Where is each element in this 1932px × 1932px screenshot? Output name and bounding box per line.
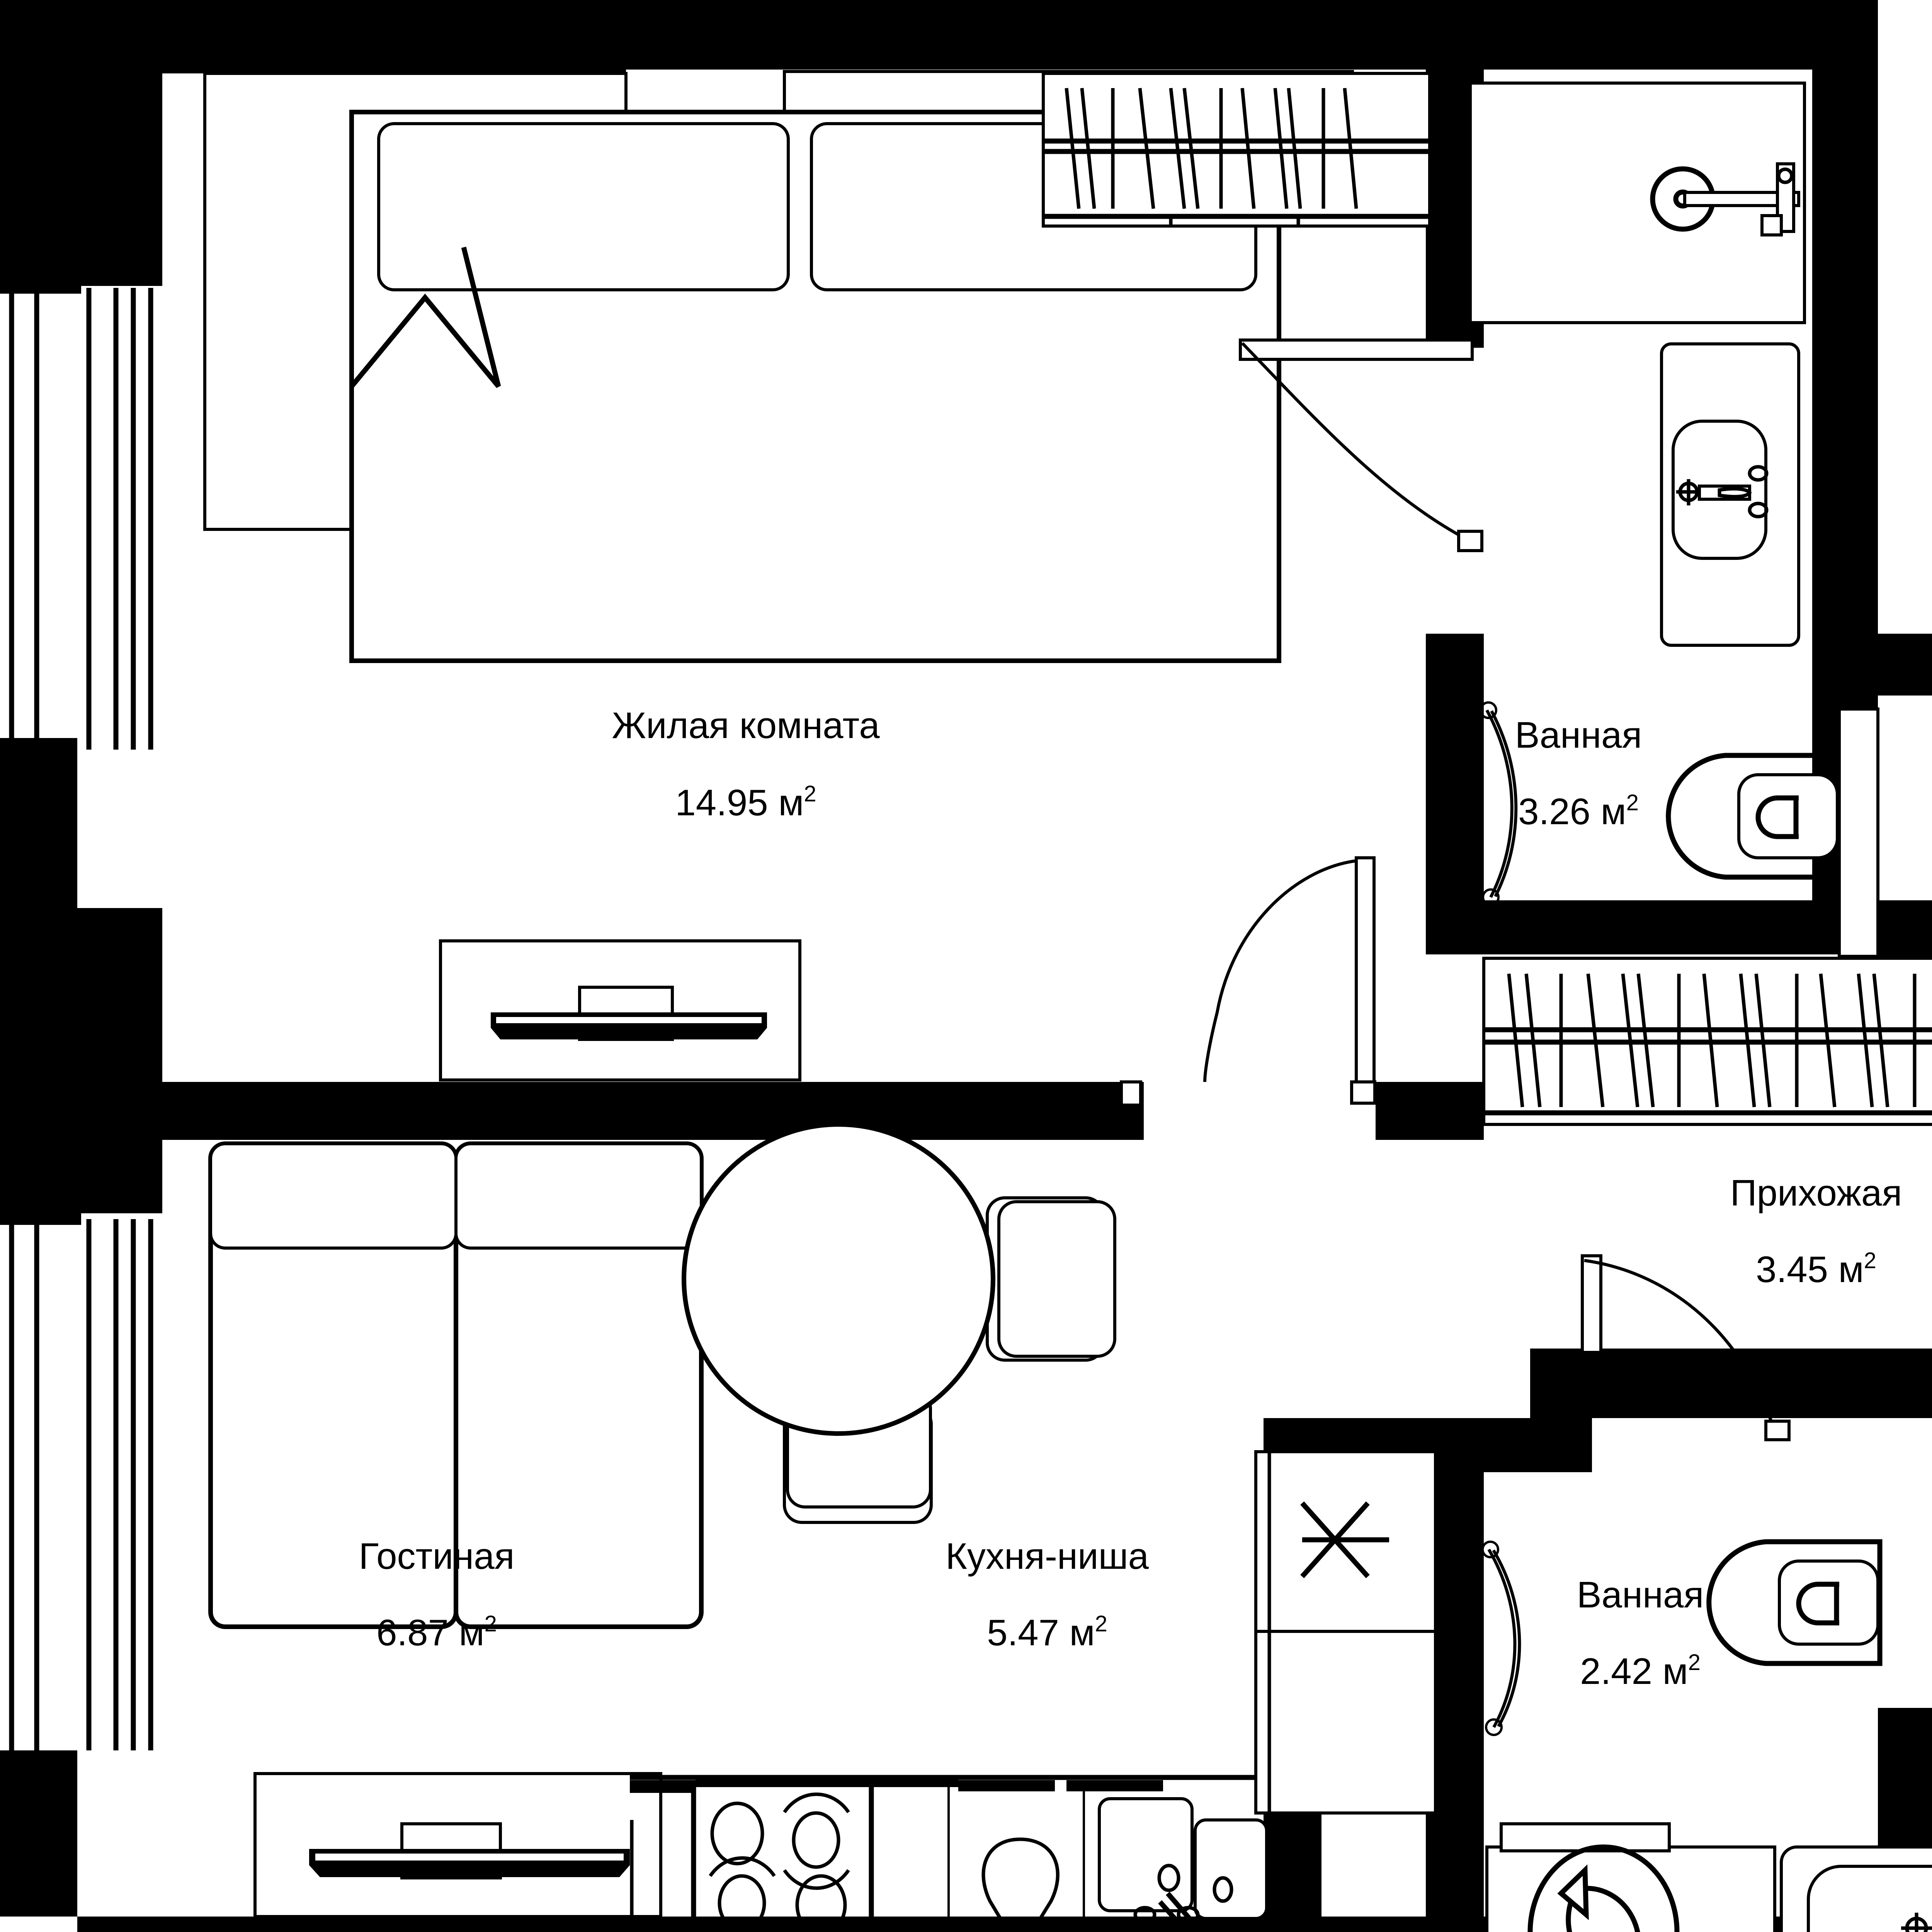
washbasin-upper bbox=[1660, 342, 1800, 647]
bedroom-door[interactable] bbox=[1239, 338, 1483, 552]
wall-left-pier-top bbox=[0, 0, 162, 294]
bathroom-lower-door[interactable] bbox=[1481, 1541, 1521, 1736]
room-area-hallway: 3.45 м2 bbox=[1756, 1248, 1876, 1290]
wardrobe-bedroom bbox=[1042, 72, 1431, 228]
wall-right-notch-top bbox=[1812, 634, 1932, 696]
room-label-bathroom-lower: Ванная bbox=[1577, 1574, 1704, 1616]
bathroom-upper-door[interactable] bbox=[1480, 701, 1518, 906]
room-area-bathroom-lower: 2.42 м2 bbox=[1580, 1650, 1701, 1692]
wall-right-of-shower bbox=[1812, 0, 1878, 340]
wall-top-bath bbox=[1468, 0, 1839, 70]
room-label-living-room: Жилая комната bbox=[612, 705, 880, 746]
tv-unit-bedroom bbox=[439, 939, 801, 1082]
room-label-kitchen-niche: Кухня-ниша bbox=[946, 1536, 1149, 1577]
wall-below-upper-bath bbox=[1426, 900, 1932, 954]
toilet-upper bbox=[1666, 707, 1879, 958]
toilet-lower bbox=[1706, 1539, 1883, 1666]
wall-left-pier-mid2 bbox=[0, 908, 162, 1225]
hallway-inner-door[interactable] bbox=[1581, 1254, 1791, 1441]
room-label-hallway: Прихожая bbox=[1730, 1172, 1902, 1214]
room-area-living-room: 14.95 м2 bbox=[675, 781, 816, 823]
shower-tray bbox=[1469, 82, 1806, 324]
washing-machine bbox=[1485, 1822, 1776, 1932]
wall-bath-left-side bbox=[1426, 634, 1484, 954]
room-area-bathroom-upper: 3.26 м2 bbox=[1518, 790, 1639, 832]
room-area-lounge: 6.87 м2 bbox=[376, 1611, 497, 1653]
sofa bbox=[208, 1141, 704, 1629]
wall-hall-jamb-bottom bbox=[1530, 1349, 1592, 1472]
wall-left-pier-bottom bbox=[0, 1750, 77, 1917]
wall-partition-bedroom-lounge bbox=[162, 1082, 1144, 1140]
living-room-door[interactable] bbox=[1120, 856, 1376, 1107]
washbasin-lower bbox=[1780, 1845, 1932, 1932]
wardrobe-hallway bbox=[1482, 957, 1932, 1126]
dining-table bbox=[682, 1122, 1116, 1524]
kitchen-bowl bbox=[981, 1837, 1060, 1932]
basin-drain-icon bbox=[1676, 479, 1702, 505]
wall-top-left bbox=[0, 0, 1468, 73]
wall-right-upper bbox=[1812, 340, 1878, 634]
wall-hall-jamb-left bbox=[1376, 1082, 1484, 1140]
balcony-glazing-upper bbox=[9, 288, 153, 750]
room-label-lounge: Гостиная bbox=[359, 1536, 515, 1577]
balcony-glazing-lower bbox=[9, 1219, 153, 1750]
room-area-kitchen-niche: 5.47 м2 bbox=[987, 1611, 1107, 1653]
kitchen-sink bbox=[1098, 1797, 1268, 1932]
room-label-bathroom-upper: Ванная bbox=[1515, 714, 1642, 756]
cooktop bbox=[709, 1793, 850, 1932]
wall-bottom-left bbox=[77, 1917, 1264, 1932]
room-labels: Жилая комната 14.95 м2 Ванная 3.26 м2 Пр… bbox=[359, 705, 1902, 1692]
basin-drain-icon-lower bbox=[1901, 1913, 1932, 1932]
wall-left-pier-mid bbox=[0, 738, 77, 935]
refrigerator-snowflake-icon bbox=[1300, 1501, 1389, 1578]
laundry-cycle-icon bbox=[1527, 1844, 1680, 1932]
wall-bath-lower-left bbox=[1426, 1434, 1484, 1917]
kitchen-counter bbox=[630, 1775, 1264, 1917]
refrigerator bbox=[1254, 1450, 1437, 1815]
wall-hall-bottom bbox=[1592, 1349, 1932, 1418]
tv-unit-lounge bbox=[253, 1772, 662, 1918]
wall-hall-top-right bbox=[1878, 900, 1932, 958]
